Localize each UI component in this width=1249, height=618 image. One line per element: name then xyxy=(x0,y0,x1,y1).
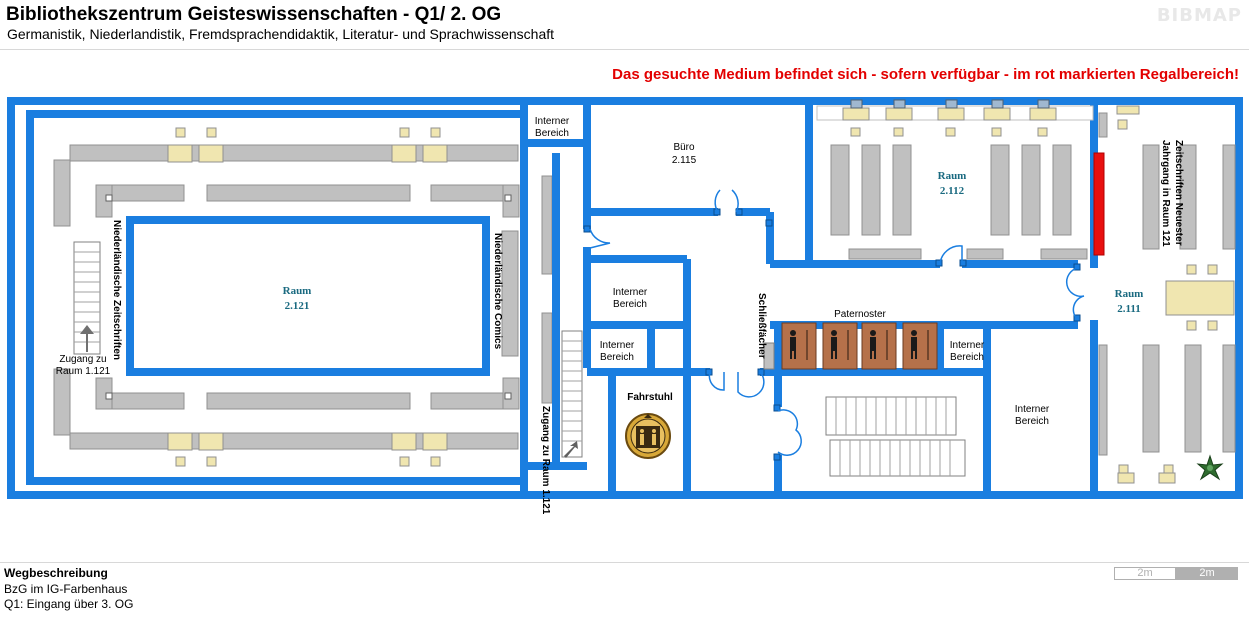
highlighted-shelf[interactable] xyxy=(1093,152,1105,256)
reading-tables xyxy=(167,127,448,467)
stairs-left xyxy=(73,241,101,355)
shelf-notice: Das gesuchte Medium befindet sich - sofe… xyxy=(612,66,1239,83)
page-subtitle: Germanistik, Niederlandistik, Fremdsprac… xyxy=(7,26,555,42)
room-2111-number: 2.111 xyxy=(1117,303,1141,315)
room-2121-number: 2.121 xyxy=(285,300,310,312)
plant-icon xyxy=(1196,454,1224,481)
intern-1-line2: Bereich xyxy=(535,128,569,139)
zugang-label-line2: Raum 1.121 xyxy=(56,366,111,377)
paternoster-label: Paternoster xyxy=(834,309,886,320)
shelves-raum-2112 xyxy=(830,144,1088,260)
zeitschriften-label-line1: Zeitschriften Neuester xyxy=(1173,140,1184,246)
computer-workstations xyxy=(816,99,1094,137)
lockers xyxy=(763,342,775,370)
doors xyxy=(589,189,1085,456)
elevator-icon[interactable] xyxy=(625,413,671,459)
nl-zeitschriften-label: Niederländische Zeitschriften xyxy=(111,220,122,360)
intern-2-line1: Interner xyxy=(613,287,648,298)
walls xyxy=(7,97,1243,499)
intern-5-line2: Bereich xyxy=(1015,416,1049,427)
fahrstuhl-label: Fahrstuhl xyxy=(627,392,673,403)
paternoster-cabins[interactable] xyxy=(781,322,938,370)
intern-5-line1: Interner xyxy=(1015,404,1050,415)
buero-number: 2.115 xyxy=(672,155,697,166)
stairs-right xyxy=(561,330,583,458)
nl-comics-label: Niederländische Comics xyxy=(492,233,503,350)
bibmap-logo: BIBMAP xyxy=(1156,5,1242,26)
room-2121-label: Raum xyxy=(283,285,312,297)
zeitschriften-label-line2: Jahrgang in Raum 121 xyxy=(1160,140,1171,247)
scale-bar: 2m 2m xyxy=(1114,567,1238,580)
scale-segment-1: 2m xyxy=(1114,567,1176,580)
header-divider xyxy=(0,49,1249,50)
shelves-raum-2111 xyxy=(1098,112,1236,456)
intern-2-line2: Bereich xyxy=(613,299,647,310)
scale-segment-2: 2m xyxy=(1176,567,1238,580)
directions-line-2: Q1: Eingang über 3. OG xyxy=(4,597,134,611)
room-2111-label: Raum xyxy=(1115,288,1144,300)
directions-line-1: BzG im IG-Farbenhaus xyxy=(4,582,128,596)
intern-3-line2: Bereich xyxy=(600,352,634,363)
page-title: Bibliothekszentrum Geisteswissenschaften… xyxy=(6,4,502,25)
room-2112-number: 2.112 xyxy=(940,185,965,197)
intern-3-line1: Interner xyxy=(600,340,635,351)
central-staircase xyxy=(825,396,966,477)
intern-4-line2: Bereich xyxy=(950,352,984,363)
room-2112-label: Raum xyxy=(938,170,967,182)
buero-label: Büro xyxy=(673,142,695,153)
intern-1-line1: Interner xyxy=(535,116,570,127)
footer-divider xyxy=(0,562,1249,563)
schliessfaecher-label: Schließfächer xyxy=(756,293,767,359)
directions-title: Wegbeschreibung xyxy=(4,566,108,580)
zugang-right-label: Zugang zu Raum 1.121 xyxy=(540,406,551,515)
zugang-label-line1: Zugang zu xyxy=(59,354,106,365)
intern-4-line1: Interner xyxy=(950,340,985,351)
